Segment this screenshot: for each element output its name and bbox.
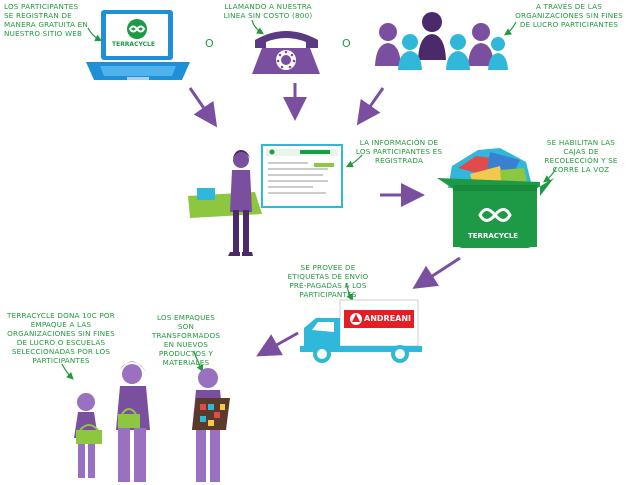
- registration-scene: [188, 144, 343, 256]
- bin-logo-icon: [478, 208, 512, 222]
- flow-arrows: [188, 83, 461, 357]
- registered-caption: La información de los participantes es r…: [355, 138, 443, 165]
- arrow-truck-to-people: [256, 331, 299, 357]
- delivery-truck-icon: [300, 299, 422, 363]
- transform-caption: Los empaques son transformados en nuevos…: [151, 313, 221, 367]
- bin-brand-label: TERRACYCLE: [468, 232, 519, 240]
- donation-caption: TerraCycle dona 10c por empaque a las or…: [7, 311, 115, 365]
- collection-bin-icon: [437, 148, 554, 248]
- caption-pointers: [61, 19, 557, 380]
- arrow-bin-to-truck: [412, 256, 461, 289]
- arrow-orgs-to-register: [356, 87, 385, 126]
- laptop-icon: [86, 10, 190, 80]
- laptop-brand-label: TERRACYCLE: [112, 41, 155, 48]
- register-caption: Los participantes se registran de manera…: [4, 2, 88, 38]
- truck-brand-label: ANDREANI: [364, 314, 412, 323]
- terracycle-logo-icon: [127, 19, 147, 39]
- or-separator-2: O: [342, 37, 351, 50]
- woman-and-child-figures: [74, 361, 150, 482]
- arrow-laptop-to-register: [188, 87, 218, 128]
- boxes-caption: Se habilitan las cajas de recolección y …: [544, 138, 618, 174]
- people-group-icon: [375, 12, 508, 70]
- phone-caption: Llamando a nuestra linea sin costo (800): [223, 2, 313, 20]
- telephone-icon: [252, 31, 320, 74]
- man-with-products-figure: [192, 368, 230, 482]
- orgs-caption: A través de las organizaciones sin fines…: [515, 2, 623, 29]
- labels-caption: Se provee de etiquetas de envío pre-paga…: [287, 263, 369, 299]
- or-separator-1: O: [205, 37, 214, 50]
